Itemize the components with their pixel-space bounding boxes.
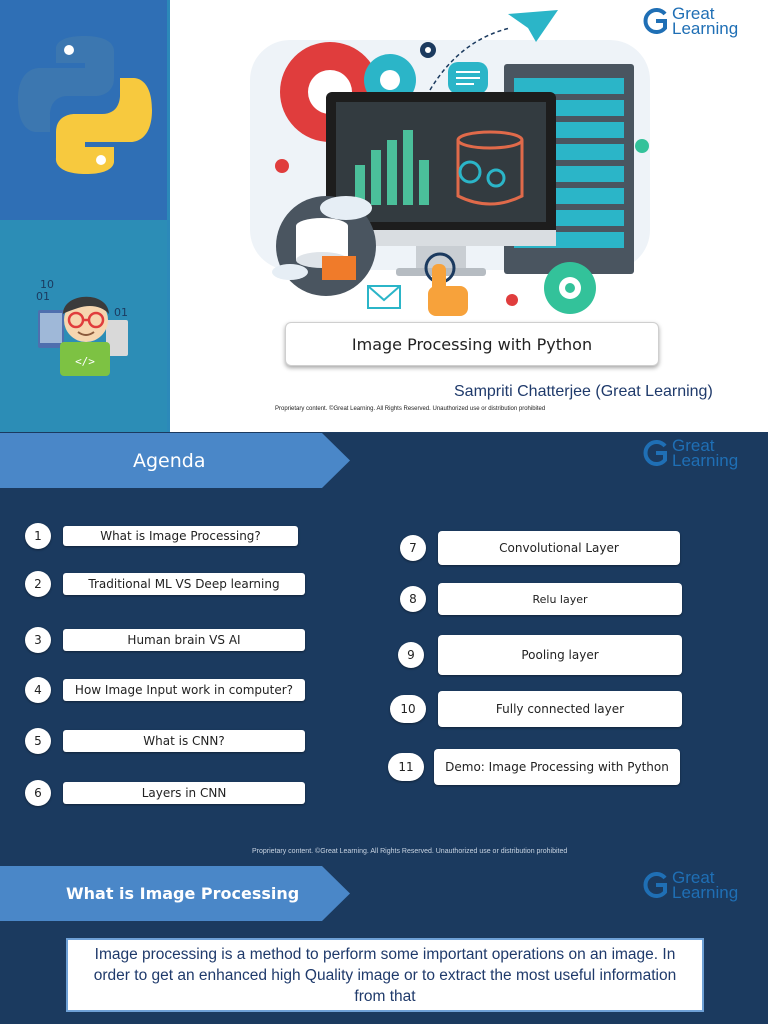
definition-slide: What is Image Processing Great Learning …: [0, 864, 768, 1024]
agenda-item-7: 7 Convolutional Layer: [400, 531, 680, 565]
logo-line2: Learning: [672, 883, 739, 902]
monitor-icon: [326, 92, 556, 276]
agenda-number: 7: [400, 535, 426, 561]
agenda-label: Human brain VS AI: [63, 629, 305, 651]
proprietary-notice: Proprietary content. ©Great Learning. Al…: [275, 406, 546, 412]
banner-arrow-shape: [0, 433, 350, 488]
agenda-item-4: 4 How Image Input work in computer?: [25, 677, 305, 703]
title-slide: </> 10 01 01: [0, 0, 768, 432]
agenda-item-10: 10 Fully connected layer: [390, 691, 682, 727]
chat-bubble-icon: [448, 62, 488, 94]
data-illustration: [250, 10, 650, 316]
left-panel-bottom: </> 10 01 01: [0, 220, 170, 432]
logo-line2: Learning: [672, 451, 739, 470]
database-cloud-icon: [272, 196, 376, 296]
agenda-label: Convolutional Layer: [438, 531, 680, 565]
definition-banner: What is Image Processing: [0, 866, 350, 921]
agenda-label: Fully connected layer: [438, 691, 682, 727]
great-learning-g-icon: [643, 872, 667, 898]
left-panel-top: [0, 0, 170, 220]
tiny-red-gear-left-icon: [275, 159, 289, 173]
proprietary-notice-2: Proprietary content. ©Great Learning. Al…: [252, 848, 568, 855]
agenda-label: Relu layer: [438, 583, 682, 615]
agenda-number: 6: [25, 780, 51, 806]
agenda-item-1: 1 What is Image Processing?: [25, 523, 298, 549]
tiny-red-gear-icon: [506, 294, 518, 306]
agenda-item-11: 11 Demo: Image Processing with Python: [388, 749, 680, 785]
agenda-number: 10: [390, 695, 426, 723]
agenda-number: 5: [25, 728, 51, 754]
agenda-label: Layers in CNN: [63, 782, 305, 804]
avatar-code-label: </>: [75, 355, 95, 368]
agenda-number: 1: [25, 523, 51, 549]
agenda-slide: Agenda Great Learning 1 What is Image Pr…: [0, 432, 768, 864]
agenda-title: Agenda: [133, 449, 206, 472]
agenda-item-8: 8 Relu layer: [400, 583, 682, 615]
logo-line1: Great: [672, 4, 715, 23]
agenda-item-9: 9 Pooling layer: [398, 635, 682, 675]
presentation-title: Image Processing with Python: [285, 322, 659, 366]
agenda-number: 3: [25, 627, 51, 653]
agenda-number: 9: [398, 642, 424, 668]
agenda-label: What is CNN?: [63, 730, 305, 752]
logo-line1: Great: [672, 868, 715, 887]
great-learning-g-icon: [643, 8, 667, 34]
settings-gear-icon: [544, 262, 596, 314]
great-learning-logo-3: Great Learning: [643, 868, 739, 902]
agenda-number: 11: [388, 753, 424, 781]
great-learning-g-icon: [643, 440, 667, 466]
agenda-label: What is Image Processing?: [63, 526, 298, 546]
tiny-green-gear-icon: [635, 139, 649, 153]
agenda-label: Traditional ML VS Deep learning: [63, 573, 305, 595]
agenda-number: 2: [25, 571, 51, 597]
small-gear-icon: [420, 42, 436, 58]
agenda-item-5: 5 What is CNN?: [25, 728, 305, 754]
agenda-item-3: 3 Human brain VS AI: [25, 627, 305, 653]
banner-arrow-shape: [0, 866, 350, 921]
agenda-label: How Image Input work in computer?: [63, 679, 305, 701]
avatar-bits-1: 10: [40, 278, 54, 291]
agenda-banner: Agenda: [0, 433, 350, 488]
python-logo-icon: [18, 36, 152, 174]
hand-pointer-icon: [424, 252, 468, 316]
paper-plane-icon: [508, 10, 558, 42]
agenda-label: Demo: Image Processing with Python: [434, 749, 680, 785]
developer-avatar-icon: </> 10 01 01: [36, 278, 128, 376]
logo-line1: Great: [672, 436, 715, 455]
presentation-author: Sampriti Chatterjee (Great Learning): [454, 383, 713, 400]
envelope-icon: [367, 285, 401, 309]
agenda-item-2: 2 Traditional ML VS Deep learning: [25, 571, 305, 597]
agenda-label: Pooling layer: [438, 635, 682, 675]
agenda-number: 4: [25, 677, 51, 703]
avatar-bits-2: 01: [36, 290, 50, 303]
great-learning-logo-2: Great Learning: [643, 436, 739, 470]
definition-text: Image processing is a method to perform …: [66, 938, 704, 1012]
agenda-number: 8: [400, 586, 426, 612]
logo-line2: Learning: [672, 19, 739, 38]
agenda-item-6: 6 Layers in CNN: [25, 780, 305, 806]
great-learning-logo: Great Learning: [643, 4, 739, 38]
avatar-bits-3: 01: [114, 306, 128, 319]
definition-title: What is Image Processing: [66, 884, 300, 903]
